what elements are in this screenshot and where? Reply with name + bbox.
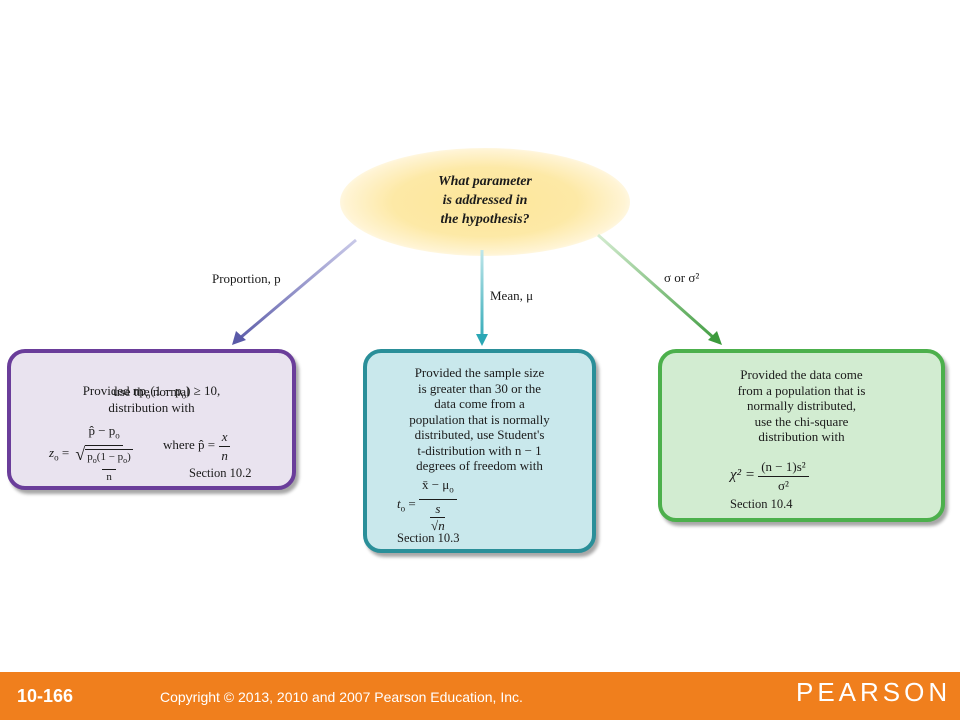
chi-fraction: (n − 1)s² σ² — [758, 459, 809, 493]
mean-section: Section 10.3 — [397, 531, 460, 545]
chi-formula: χ² = (n − 1)s² σ² — [730, 459, 809, 493]
z-formula: zo = p̂ − po √ po(1 − po) n — [49, 423, 136, 485]
proportion-section: Section 10.2 — [189, 466, 252, 480]
mean-box: Provided the sample size is greater than… — [363, 349, 596, 553]
z-fraction: p̂ − po √ po(1 − po) n — [72, 423, 135, 485]
t-formula: to = x̄ − μo s √n — [397, 477, 457, 533]
mean-label: Mean, μ — [490, 288, 534, 303]
footer-bar — [0, 672, 960, 720]
arrow-variance — [597, 233, 715, 340]
question-text: What parameter is addressed in the hypot… — [438, 174, 532, 227]
mean-text: Provided the sample size is greater than… — [409, 365, 550, 473]
sigma-label: σ or σ² — [664, 270, 700, 285]
proportion-text: use the normal distribution with — [108, 384, 195, 415]
variance-text: Provided the data come from a population… — [737, 367, 866, 444]
question-ellipse — [340, 148, 630, 256]
arrow-proportion — [239, 238, 357, 340]
arrowhead-proportion — [232, 331, 246, 345]
pearson-logo: PEARSON — [796, 677, 952, 707]
proportion-label: Proportion, p — [212, 271, 281, 286]
proportion-condition: Provided npo(1 − po) ≥ 10, — [82, 382, 221, 401]
copyright-text: Copyright © 2013, 2010 and 2007 Pearson … — [160, 689, 523, 705]
phat-formula: where p̂ = x n — [163, 429, 231, 463]
arrowhead-mean — [476, 334, 488, 346]
proportion-box: Provided npo(1 − po) ≥ 10, use the norma… — [7, 349, 296, 490]
arrowhead-variance — [708, 331, 722, 345]
variance-section: Section 10.4 — [730, 497, 793, 511]
variance-box: Provided the data come from a population… — [658, 349, 945, 522]
slide-number: 10-166 — [17, 686, 74, 706]
t-fraction: x̄ − μo s √n — [418, 477, 457, 533]
